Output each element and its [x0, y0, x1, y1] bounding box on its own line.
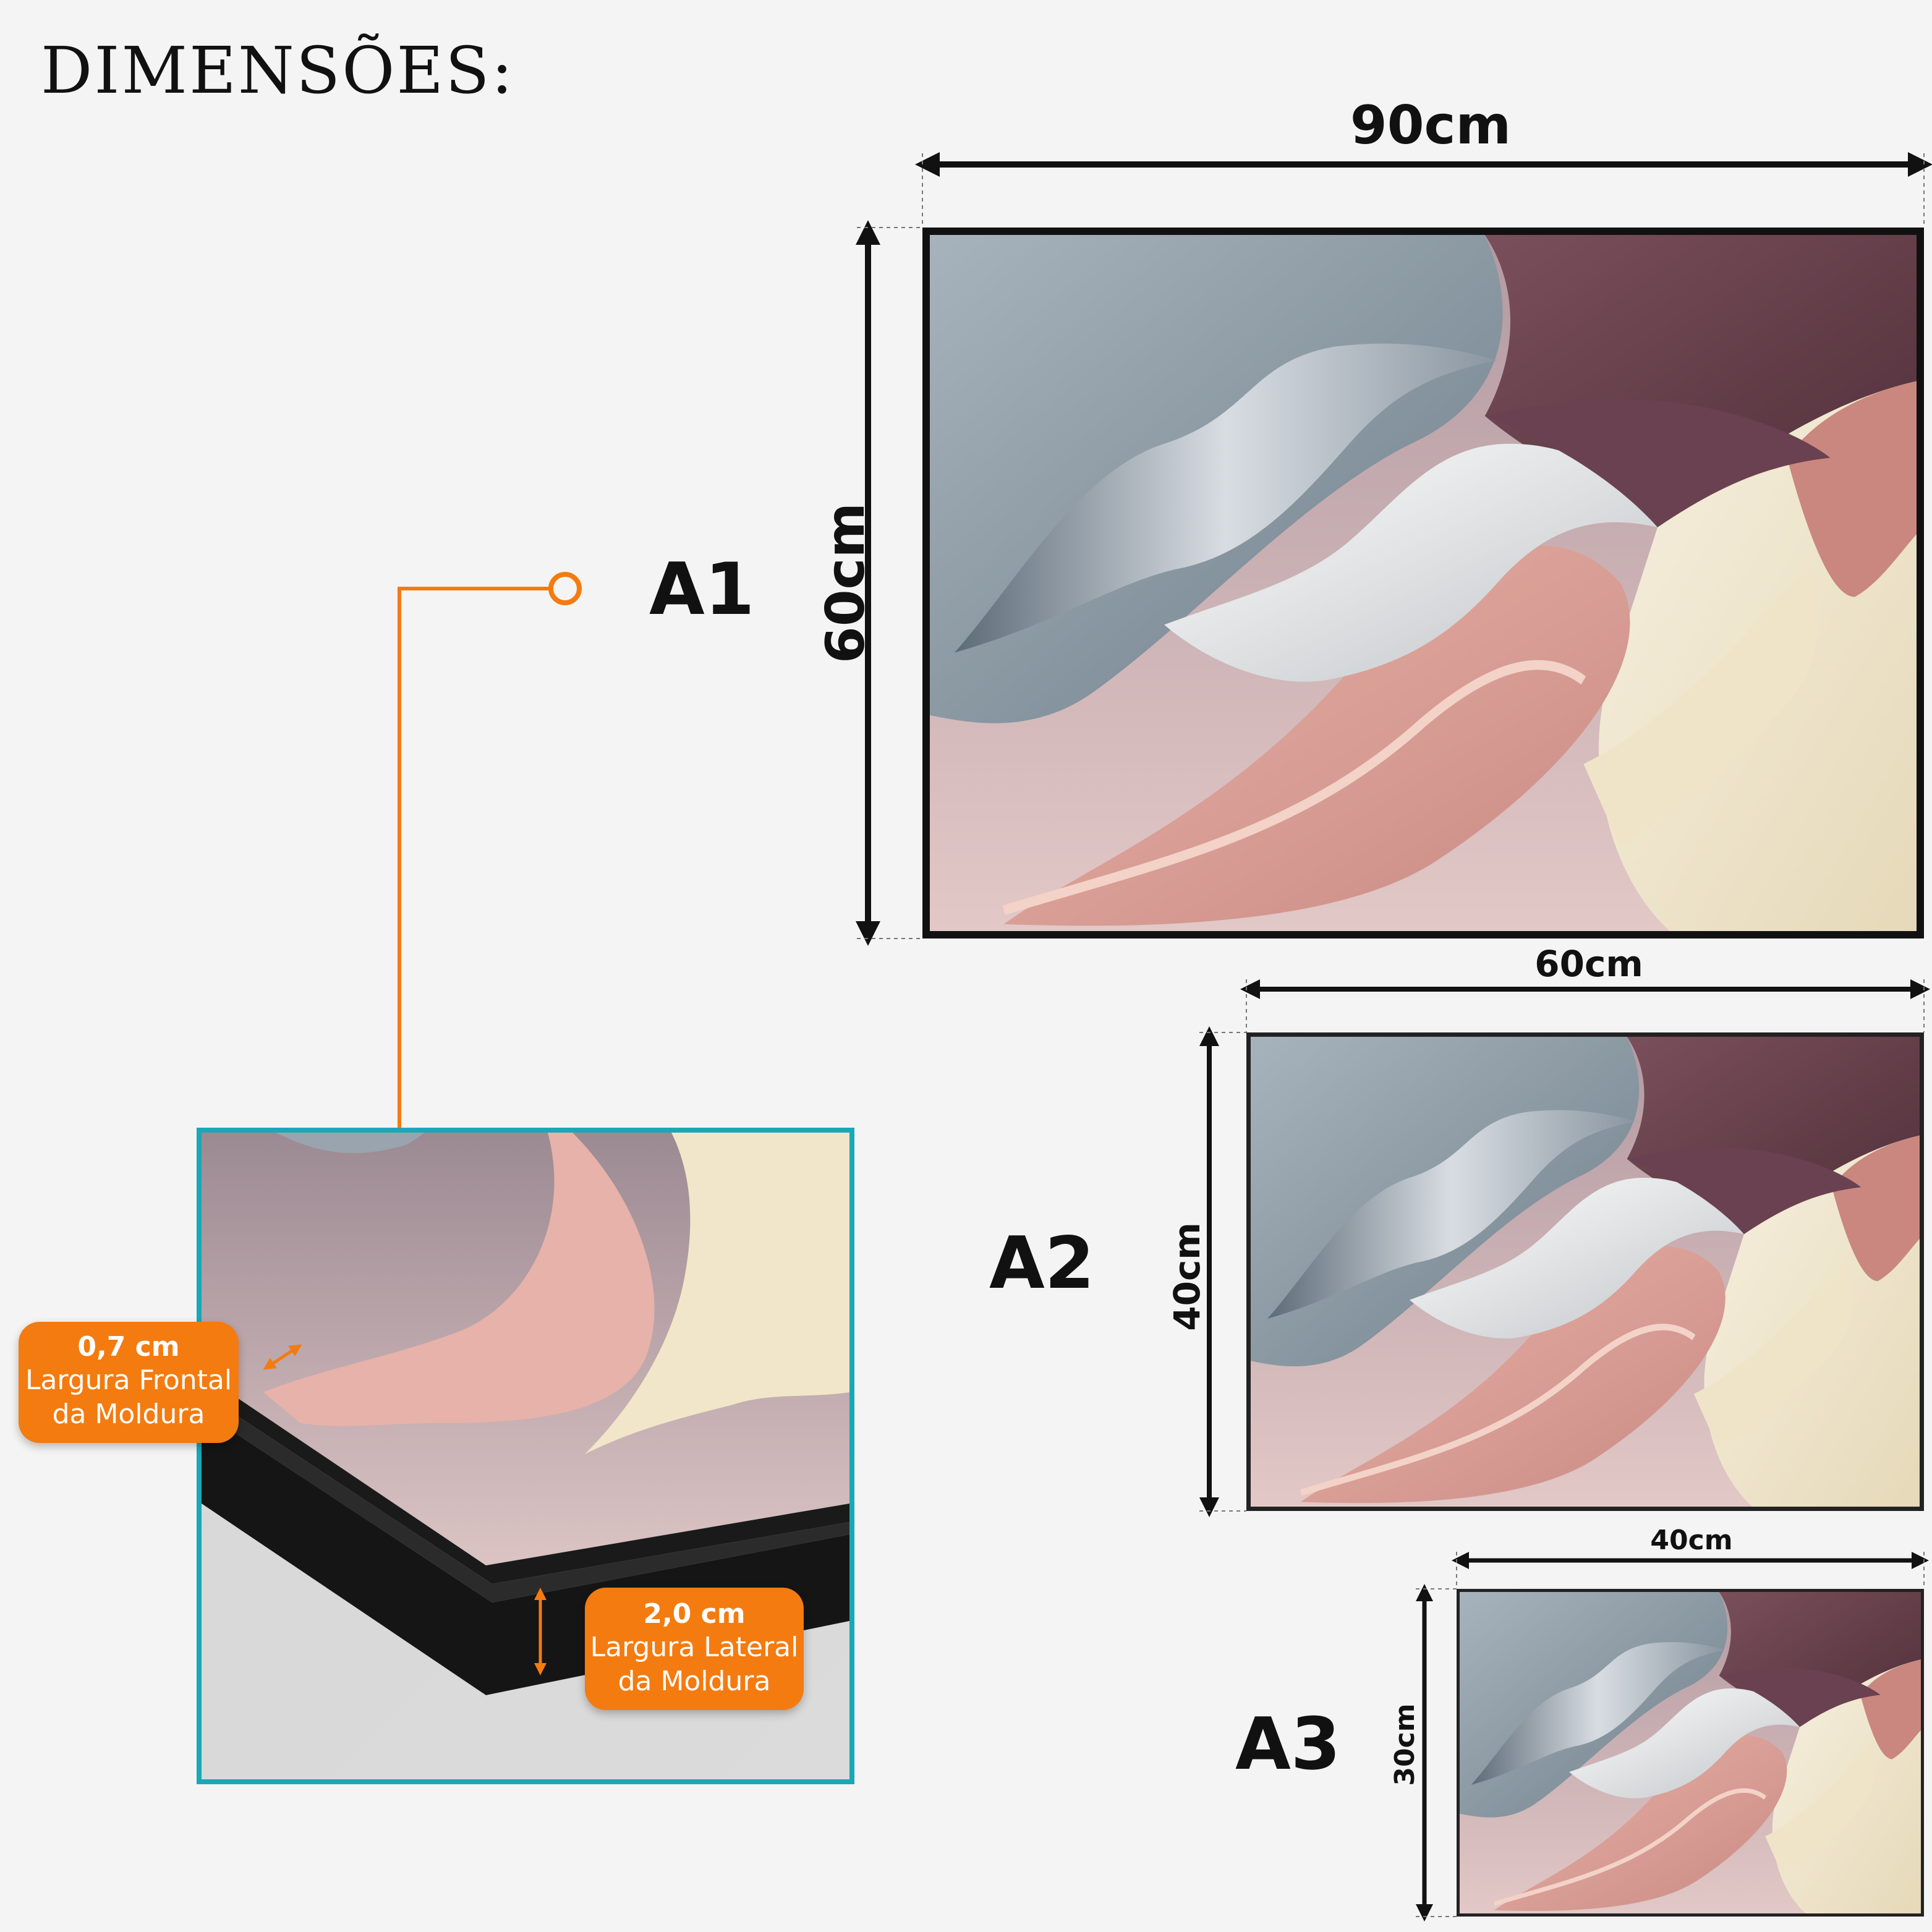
- artwork-frame-a1: [922, 228, 1924, 938]
- front-width-desc-1: Largura Frontal: [25, 1364, 232, 1396]
- side-width-desc-2: da Moldura: [618, 1665, 771, 1697]
- a2-width-label: 60cm: [1534, 943, 1643, 985]
- a3-width-label: 40cm: [1650, 1525, 1733, 1556]
- size-code-a2: A2: [989, 1222, 1095, 1305]
- front-width-desc-2: da Moldura: [52, 1398, 205, 1430]
- size-code-a3: A3: [1235, 1703, 1341, 1786]
- size-code-a1: A1: [649, 548, 755, 631]
- a2-height-label: 40cm: [1166, 1222, 1208, 1331]
- side-width-callout: 2,0 cm Largura Lateral da Moldura: [585, 1588, 804, 1710]
- front-width-value: 0,7 cm: [77, 1331, 180, 1363]
- artwork-frame-a2: [1246, 1032, 1924, 1511]
- a1-width-label: 90cm: [1350, 95, 1512, 156]
- frame-corner-closeup: [202, 1133, 849, 1779]
- detail-connector-line: [398, 587, 554, 1128]
- a3-height-label: 30cm: [1389, 1703, 1421, 1786]
- front-width-callout: 0,7 cm Largura Frontal da Moldura: [19, 1322, 239, 1443]
- frame-detail-box: [197, 1128, 854, 1784]
- detail-connector-dot: [548, 572, 582, 605]
- a1-height-label: 60cm: [815, 502, 877, 664]
- front-width-arrow: [263, 1344, 302, 1370]
- side-width-desc-1: Largura Lateral: [590, 1631, 799, 1663]
- artwork-frame-a3: [1457, 1589, 1924, 1917]
- side-width-value: 2,0 cm: [643, 1598, 746, 1630]
- page-title: DIMENSÕES:: [41, 33, 515, 108]
